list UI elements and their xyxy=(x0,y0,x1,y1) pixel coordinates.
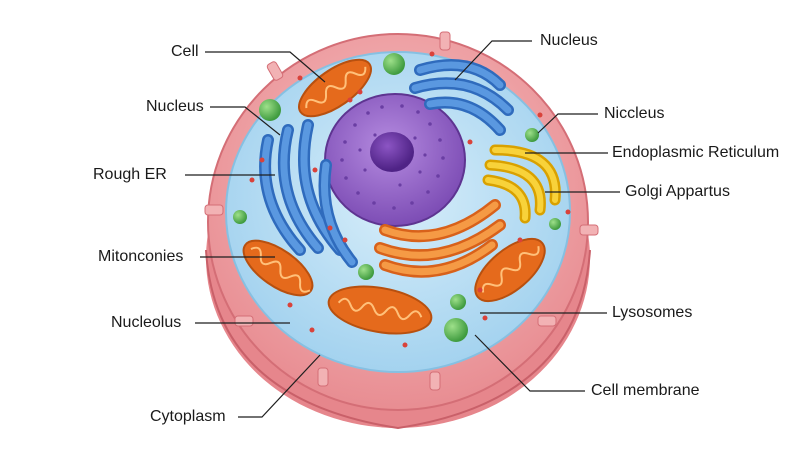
vesicle-shapes xyxy=(233,53,561,342)
label-nucleolus: Nucleolus xyxy=(111,314,182,331)
orange-stack-shape xyxy=(374,199,506,278)
golgi-shape xyxy=(482,144,561,224)
label-rough-er: Rough ER xyxy=(93,166,167,183)
label-golgi: Golgi Appartus xyxy=(625,183,730,200)
label-mitonconies: Mitonconies xyxy=(98,248,184,265)
label-endoplasmic-reticulum: Endoplasmic Reticulum xyxy=(612,144,780,161)
ribosome-dots xyxy=(249,51,571,348)
label-lysosomes: Lysosomes xyxy=(612,304,693,321)
nucleus-shape xyxy=(324,93,466,227)
label-cytoplasm: Cytoplasm xyxy=(150,408,226,425)
leader-lines xyxy=(185,40,620,418)
label-nucleus-left: Nucleus xyxy=(146,98,204,115)
smooth-er-shape xyxy=(409,59,514,136)
label-niccleus: Niccleus xyxy=(604,105,665,122)
label-cell: Cell xyxy=(171,43,199,60)
rough-er-shape xyxy=(259,119,358,268)
label-nucleus-right: Nucleus xyxy=(540,32,598,49)
label-cell-membrane: Cell membrane xyxy=(591,382,700,399)
mitochondria-shapes xyxy=(242,58,546,335)
